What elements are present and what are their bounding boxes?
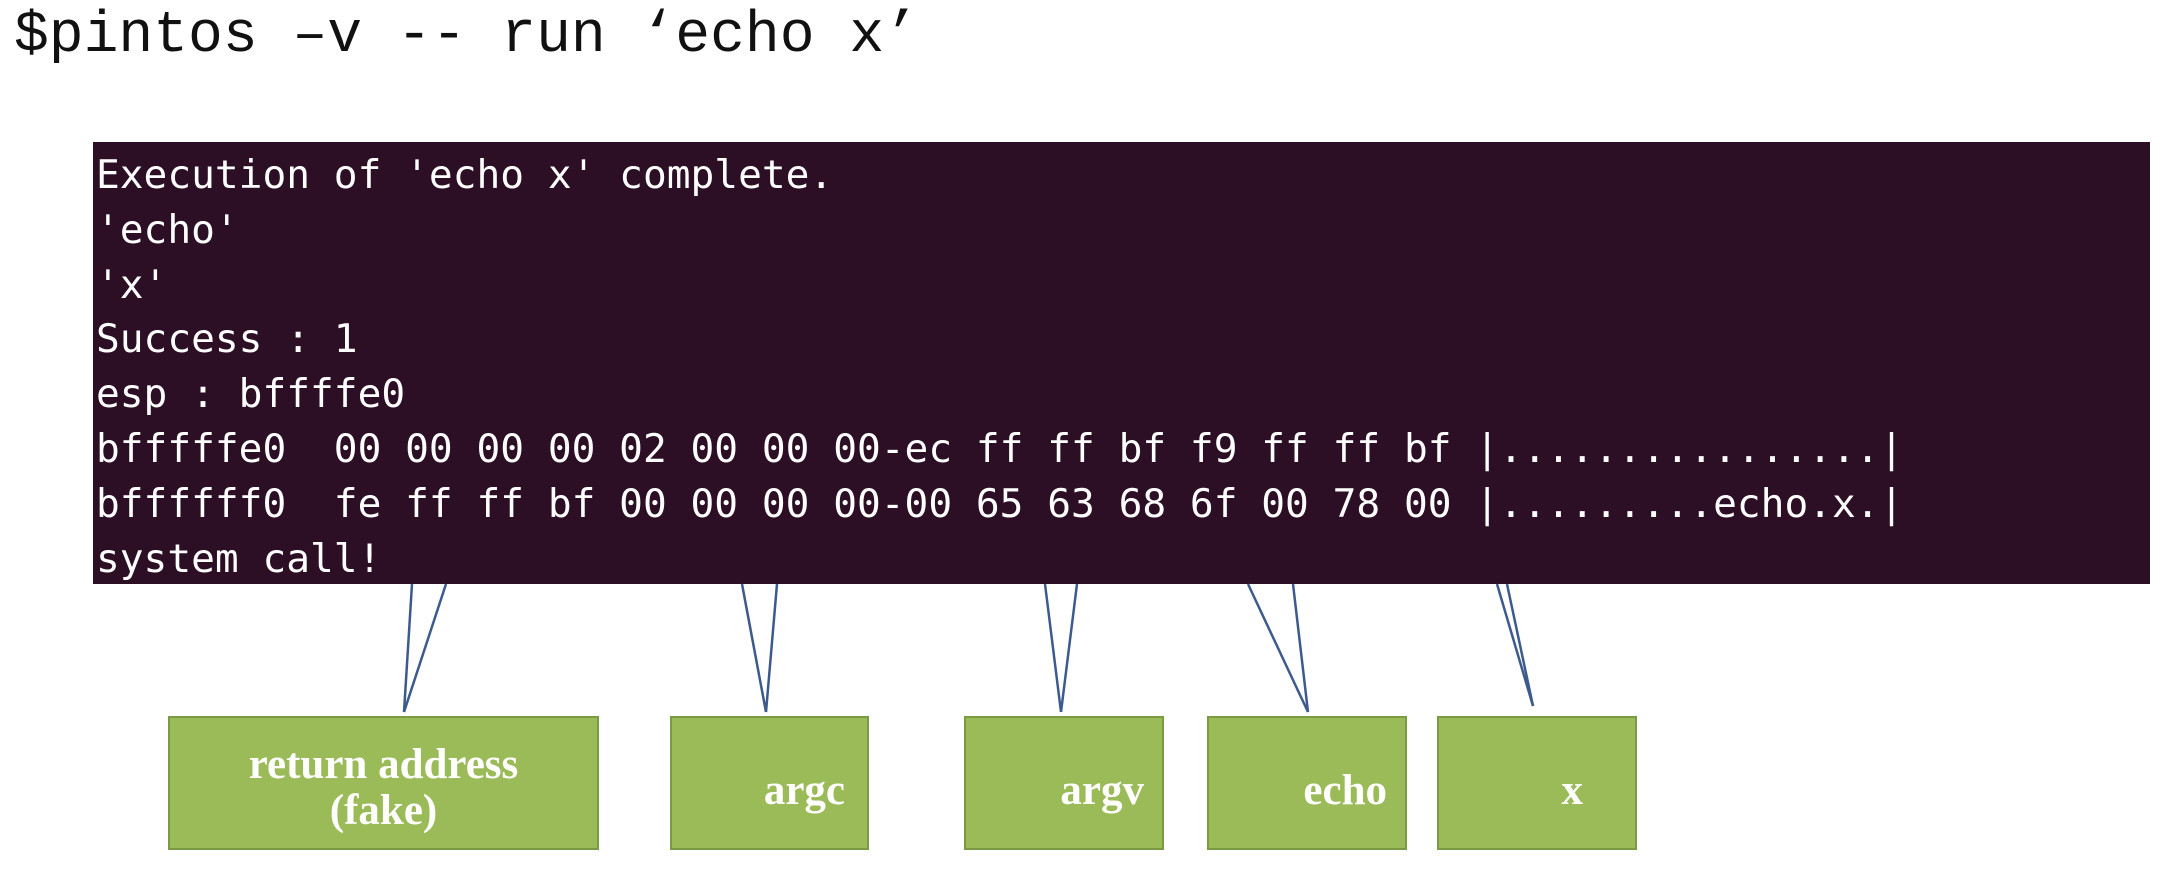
- argc-label: argc: [763, 767, 845, 814]
- x-box: x: [1437, 716, 1637, 850]
- terminal-line-hexdump-2: bffffff0 fe ff ff bf 00 00 00 00-00 65 6…: [96, 480, 1904, 527]
- command-line: $pintos –v -- run ‘echo x’: [14, 4, 919, 69]
- argv-box: argv: [964, 716, 1164, 850]
- connector-echo: [1246, 583, 1310, 713]
- return-address-label: return address (fake): [248, 741, 519, 835]
- terminal-line-esp: esp : bffffe0: [96, 371, 406, 418]
- echo-box: echo: [1207, 716, 1407, 850]
- connector-argv: [1043, 583, 1079, 713]
- return-address-box: return address (fake): [168, 716, 599, 850]
- terminal-line-system-call: system call!: [96, 535, 382, 582]
- terminal-lines: Execution of 'echo x' complete. 'echo' '…: [96, 148, 1903, 586]
- terminal-line-execution: Execution of 'echo x' complete.: [96, 152, 834, 198]
- terminal-output: Execution of 'echo x' complete. 'echo' '…: [93, 142, 2150, 584]
- echo-label: echo: [1303, 767, 1387, 814]
- terminal-line-hexdump-1: bfffffe0 00 00 00 00 02 00 00 00-ec ff f…: [96, 425, 1904, 472]
- terminal-line-success: Success : 1: [96, 316, 358, 363]
- connector-return-address: [402, 583, 448, 713]
- x-label: x: [1561, 767, 1584, 814]
- connector-argc: [740, 583, 779, 713]
- connector-x: [1495, 583, 1535, 707]
- terminal-line-arg-echo: 'echo': [96, 206, 239, 253]
- terminal-line-arg-x: 'x': [96, 261, 168, 308]
- argv-label: argv: [1060, 767, 1144, 814]
- argc-box: argc: [670, 716, 869, 850]
